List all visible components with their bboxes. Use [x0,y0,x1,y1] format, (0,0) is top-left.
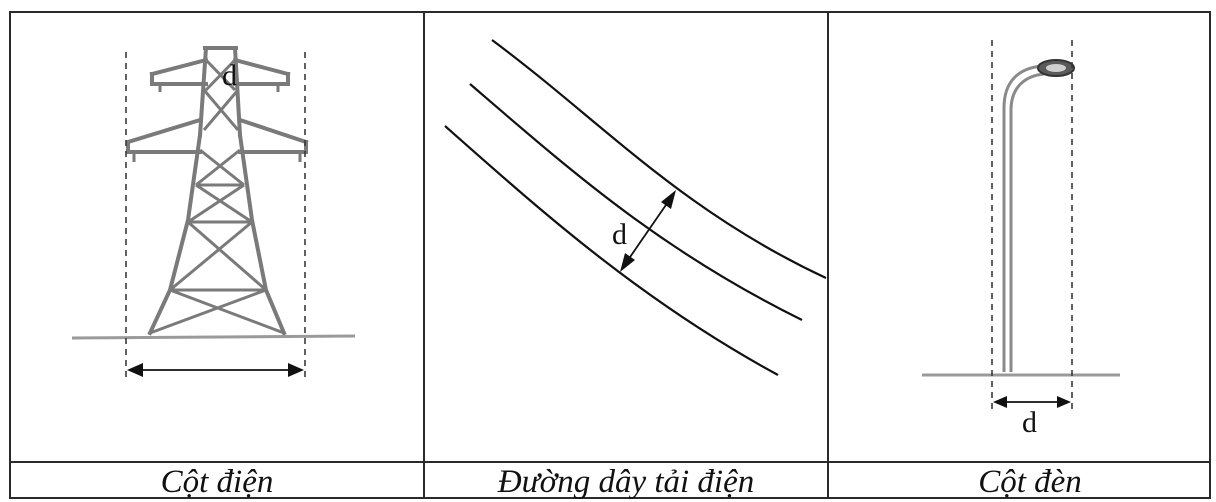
dimension-label: d [1022,406,1037,439]
dimension-label: d [222,59,237,92]
caption-street-lamp: Cột đèn [978,464,1082,500]
power-line-3 [444,125,779,376]
power-line-2 [469,83,803,321]
dimension-arrow [993,396,1071,408]
dimension-arrow [127,363,304,377]
caption-power-line: Đường dây tải điện [497,464,755,500]
panel-power-tower: d Cột điện [71,45,356,500]
panel-street-lamp: d Cột đèn [922,40,1120,500]
panel-power-line: d Đường dây tải điện [444,39,827,500]
dimension-label: d [612,218,627,251]
dimension-arrow [620,190,676,272]
power-line-1 [491,39,827,279]
caption-power-tower: Cột điện [161,464,274,500]
table-grid [9,11,1211,499]
tower-illustration [71,45,356,340]
street-lamp-illustration [1002,59,1075,372]
